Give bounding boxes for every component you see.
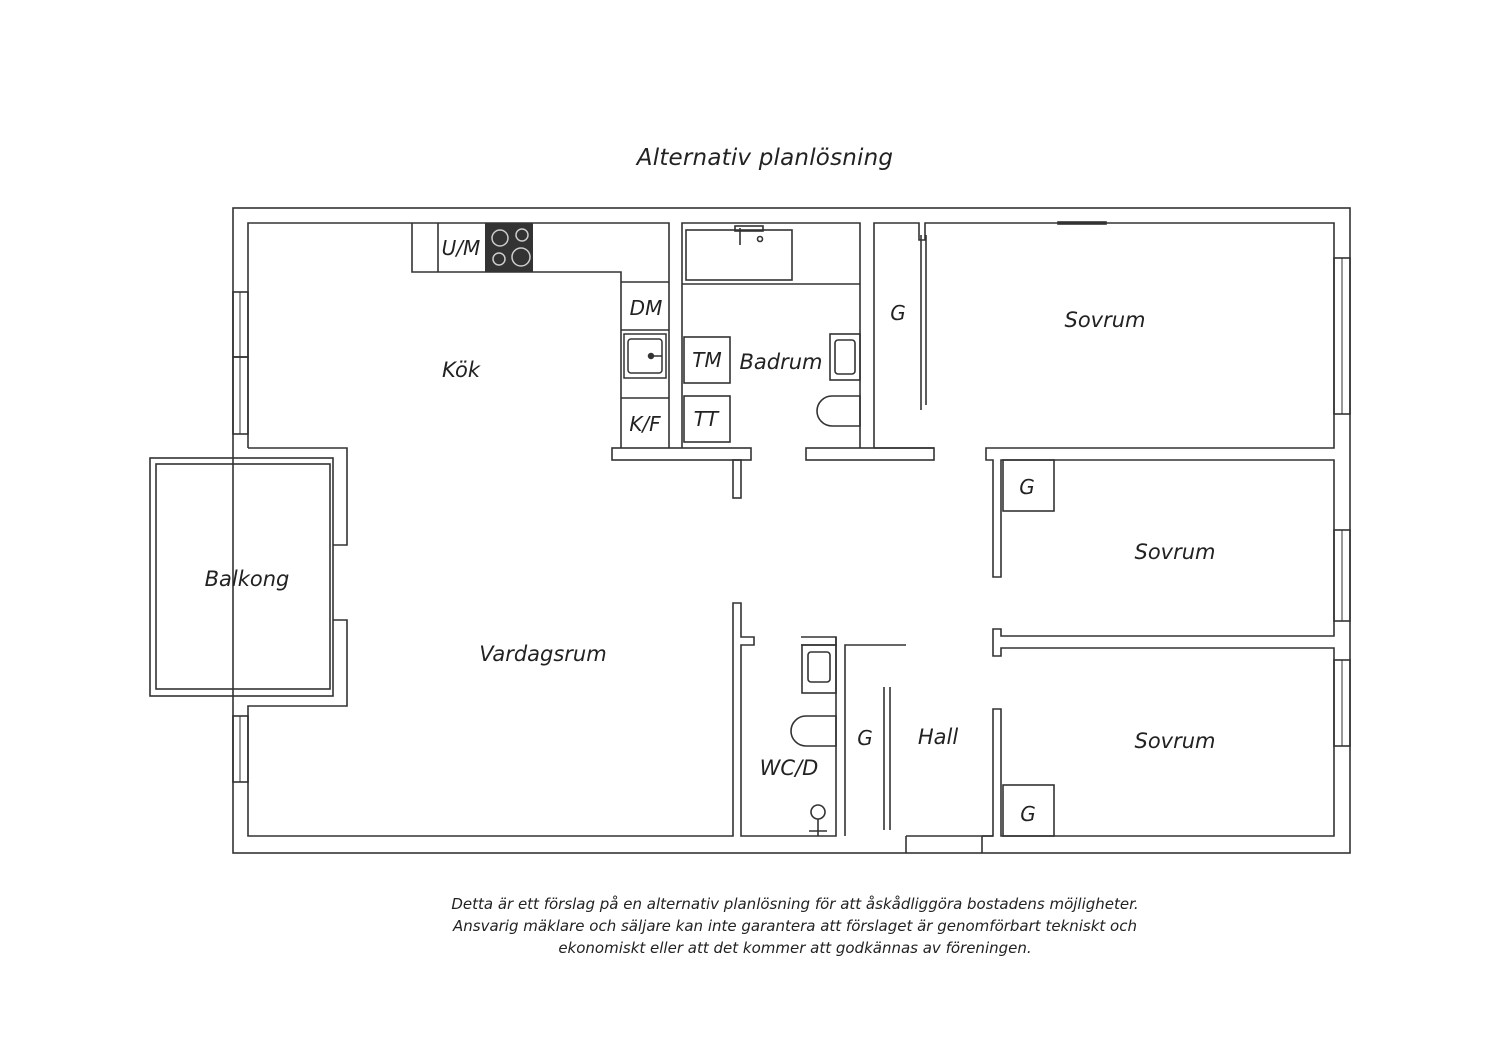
room-label-badrum: Badrum [739,350,822,374]
fixture-label-tt: TT [694,407,720,431]
room-label-vardagsrum: Vardagsrum [479,642,606,666]
inner-wall-living-left [248,447,348,546]
room-label-balkong: Balkong [205,567,290,591]
stove [485,223,533,272]
balcony-outline [149,457,334,697]
kitchen-sink [623,333,667,379]
plan-title: Alternativ planlösning [636,145,894,171]
disclaimer-line: Detta är ett förslag på en alternativ pl… [451,895,1139,913]
fixture-label-g-hall: G [857,726,873,750]
bath-toilet [816,395,861,427]
fixture-label-kf: K/F [629,412,661,436]
room-label-hall: Hall [918,725,958,749]
fixture-label-g-sovrum-1: G [890,301,906,325]
fixture-label-g-sovrum-3: G [1020,802,1036,826]
wc-sink [801,644,837,694]
fixture-label-tm: TM [692,348,721,372]
tt-box [683,395,731,443]
room-label-wc: WC/D [760,756,819,780]
bath-sink [829,333,861,381]
tm-box [683,336,731,384]
fixture-label-g-sovrum-2: G [1019,475,1035,499]
disclaimer: Detta är ett förslag på en alternativ pl… [345,893,1245,959]
wc-shower-drain [810,804,826,820]
bathtub [685,229,793,281]
closet-sovrum-3 [1002,784,1055,837]
disclaimer-line: Ansvarig mäklare och säljare kan inte ga… [452,917,1137,935]
wc-toilet [790,715,837,747]
room-label-sovrum-3: Sovrum [1134,729,1215,753]
disclaimer-line: ekonomiskt eller att det kommer att godk… [558,939,1032,957]
hall-wall [844,644,906,836]
corridor-wall [873,222,1335,837]
room-label-sovrum-1: Sovrum [1064,308,1145,332]
kitchen-wall-stub [611,447,752,461]
room-label-sovrum-2: Sovrum [1134,540,1215,564]
fixture-label-dm: DM [630,296,663,320]
fixture-label-um: U/M [442,236,481,260]
closet-sovrum-2 [1002,459,1055,512]
room-label-kok: Kök [442,358,481,382]
inner-wall-living-bottom [247,602,837,837]
